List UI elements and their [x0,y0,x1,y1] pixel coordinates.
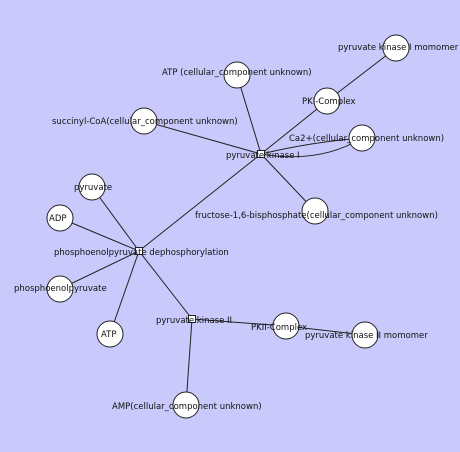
node-label-pk1: pyruvate kinase I [226,151,300,161]
node-label-fbp: fructose-1,6-bisphosphate(cellular_compo… [195,211,438,221]
edge-pk1-pkic [260,100,328,155]
edge-pk1-succ [143,120,262,155]
edge-pk2-amp [185,318,193,406]
edge-pk2-pkiic [191,318,287,327]
node-label-atp: ATP [101,330,116,340]
edge-pkic-pk1mono [326,47,397,102]
node-label-pk1mono: pyruvate kinase I momomer [338,43,459,53]
node-label-pepm: phosphoenolpyruvate [14,284,107,294]
entity-node-amp[interactable] [172,391,200,419]
node-label-pk2mono: pyruvate kinase II momomer [305,331,428,341]
process-node-pep[interactable] [135,247,143,255]
entity-node-pkiic[interactable] [272,312,300,340]
entity-node-pepm[interactable] [46,275,74,303]
node-label-adp: ADP [49,214,67,224]
node-label-pk2: pyruvate kinase II [156,316,232,326]
entity-node-succ[interactable] [130,107,158,135]
entity-node-fbp[interactable] [301,197,329,225]
edge-pk1-pep [138,153,262,252]
entity-node-pk2mono[interactable] [351,321,379,349]
entity-node-pk1mono[interactable] [382,34,410,62]
node-label-amp: AMP(cellular_component unknown) [112,402,262,412]
edge-pep-atp [109,250,140,335]
edge-pep-pepm [59,250,140,290]
entity-node-ca2[interactable] [348,124,376,152]
edge-pep-adp [59,217,140,252]
node-label-atp_u: ATP (cellular_component unknown) [162,68,312,78]
process-node-pk1[interactable] [257,150,265,158]
process-node-pk2[interactable] [188,315,196,323]
entity-node-adp[interactable] [46,204,74,232]
entity-node-pyr[interactable] [78,173,106,201]
entity-node-pkic[interactable] [313,87,341,115]
entity-node-atp_u[interactable] [223,61,251,89]
node-label-pkic: PKI-Complex [302,97,356,107]
edge-pep-pk2 [138,250,193,320]
node-label-succ: succinyl-CoA(cellular_component unknown) [52,117,238,127]
node-label-ca2: Ca2+(cellular_component unknown) [289,134,444,144]
edge-pk1-atp_u [236,74,262,155]
node-label-pep: phosphoenolpyruvate dephosphorylation [54,248,229,258]
entity-node-atp[interactable] [96,320,124,348]
node-label-pkiic: PKII-Complex [251,323,307,333]
node-label-pyr: pyruvate [74,183,112,193]
